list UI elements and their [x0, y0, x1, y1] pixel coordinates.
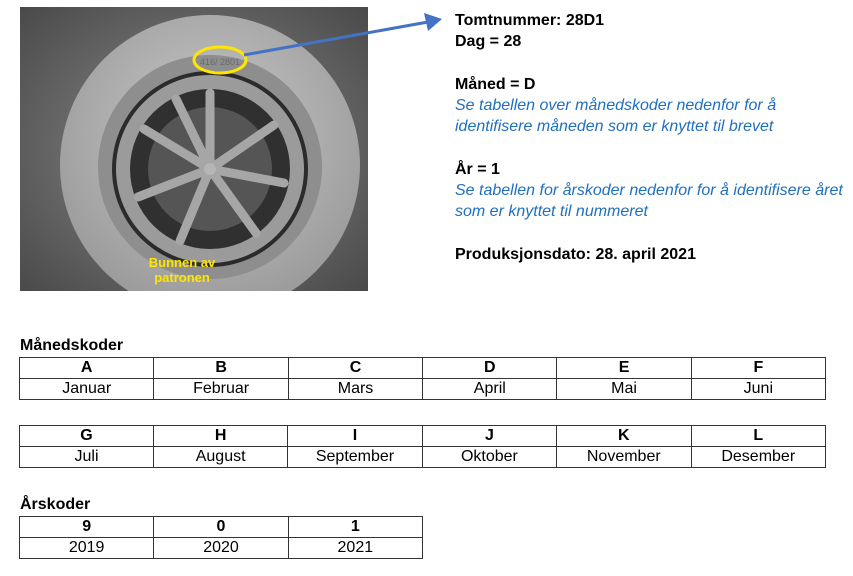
day-line: Dag = 28	[455, 33, 522, 50]
year-codes-title: Årskoder	[20, 496, 91, 513]
year-value: 2021	[287, 537, 424, 559]
month-name: Mars	[287, 378, 424, 400]
month-codes-table-2: G H I J K L Juli August September Oktobe…	[18, 425, 826, 468]
info-block: Tomtnummer: 28D1 Dag = 28 Måned = D Se t…	[455, 10, 845, 265]
month-code: F	[690, 357, 827, 379]
month-code: B	[153, 357, 289, 379]
month-codes-title: Månedskoder	[20, 337, 124, 354]
month-name: September	[287, 446, 423, 468]
month-codes-table-1: A B C D E F Januar Februar Mars April Ma…	[18, 357, 827, 400]
month-code: K	[556, 425, 692, 447]
lot-number: Tomtnummer: 28D1	[455, 12, 605, 29]
month-name: Oktober	[421, 446, 558, 468]
year-code: 0	[153, 516, 289, 538]
month-code: J	[421, 425, 558, 447]
month-code: H	[153, 425, 289, 447]
cartridge-photo: 416/ 2801 Bunnen av patronen	[20, 7, 368, 291]
month-code: C	[287, 357, 424, 379]
month-code: E	[556, 357, 692, 379]
month-name: August	[153, 446, 289, 468]
month-code: A	[18, 357, 155, 379]
year-value: 2019	[18, 537, 155, 559]
year-codes-table: 9 0 1 2019 2020 2021	[18, 516, 424, 559]
year-code: 1	[287, 516, 424, 538]
month-code: L	[690, 425, 826, 447]
month-code: D	[422, 357, 558, 379]
photo-caption: Bunnen av patronen	[148, 255, 216, 285]
month-code: G	[18, 425, 155, 447]
year-hint: Se tabellen for årskoder nedenfor for å …	[455, 182, 843, 220]
month-name: Juni	[690, 378, 827, 400]
month-name: April	[422, 378, 558, 400]
year-value: 2020	[153, 537, 289, 559]
highlight-ring	[192, 45, 248, 75]
month-code: I	[287, 425, 423, 447]
month-name: Desember	[690, 446, 826, 468]
month-line: Måned = D	[455, 76, 536, 93]
month-name: Mai	[556, 378, 692, 400]
production-date: Produksjonsdato: 28. april 2021	[455, 246, 696, 263]
month-name: Juli	[18, 446, 155, 468]
month-name: Februar	[153, 378, 289, 400]
year-code: 9	[18, 516, 155, 538]
month-name: November	[556, 446, 692, 468]
month-name: Januar	[18, 378, 155, 400]
imprint-text: 416/ 2801	[200, 57, 240, 67]
year-line: År = 1	[455, 161, 500, 178]
month-hint: Se tabellen over månedskoder nedenfor fo…	[455, 97, 777, 135]
